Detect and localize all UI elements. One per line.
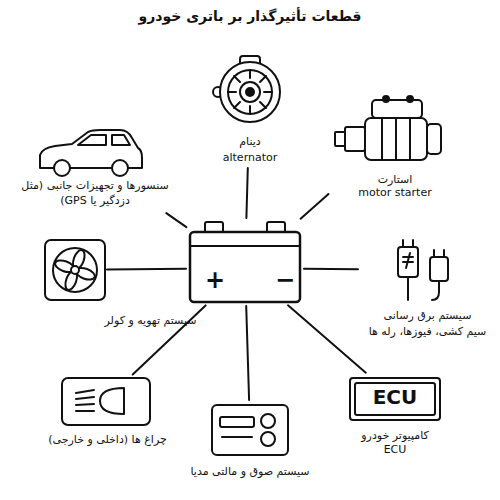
headlight-icon xyxy=(62,378,150,425)
node-label: دینام xyxy=(205,135,295,149)
alternator-rib xyxy=(249,70,251,78)
node-label: سیم کشی، فیوزها، رله ها xyxy=(360,325,495,339)
diagram-title: قطعات تأثیرگذار بر باتری خودرو xyxy=(0,8,500,24)
fan-icon xyxy=(45,240,105,300)
media-frame xyxy=(212,405,288,455)
headlight-node: چراغ ها (داخلی و خارجی) xyxy=(40,376,175,448)
connector-line xyxy=(288,305,366,372)
alternator-rib xyxy=(228,91,236,93)
media-knob xyxy=(261,414,275,428)
plug-mark xyxy=(403,253,413,268)
starter-rib xyxy=(409,118,411,160)
connector-line xyxy=(166,213,186,227)
starter-rib xyxy=(381,118,383,160)
light-beam xyxy=(76,410,94,412)
alternator-node: دینام alternator xyxy=(205,52,295,166)
alternator-rib xyxy=(260,76,266,82)
headlight-frame xyxy=(62,378,150,425)
light-beam xyxy=(76,404,94,405)
media-icon xyxy=(212,405,288,455)
battery-body xyxy=(190,232,300,302)
alternator-hub xyxy=(246,88,254,96)
node-label: سیستم صوق و مالتی مدیا xyxy=(185,465,315,479)
starter-rib xyxy=(395,118,397,160)
alternator-ring xyxy=(228,70,272,114)
connector-line xyxy=(301,194,329,219)
accessory-node: سنسورها و تجهیزات جانبی (مثل دزدگیر یا G… xyxy=(20,128,170,212)
battery-node: +− xyxy=(188,220,302,304)
alternator-icon xyxy=(213,56,280,122)
plug-prong xyxy=(433,250,435,257)
node-label: ECU xyxy=(345,385,445,409)
connector-line xyxy=(304,268,358,271)
alternator-rib xyxy=(249,106,251,114)
battery-symbol xyxy=(190,222,300,302)
car-wheel xyxy=(112,160,128,176)
plug-cable xyxy=(407,277,409,300)
starter-body xyxy=(365,118,427,160)
alternator-rib xyxy=(234,76,240,82)
starter-terminal xyxy=(383,96,389,102)
node-label: استارت xyxy=(330,173,460,187)
alternator-body xyxy=(220,62,280,122)
plug-prong xyxy=(402,240,404,247)
alternator-pulley xyxy=(240,82,260,102)
car-window xyxy=(112,135,130,145)
plug-housing xyxy=(430,257,448,281)
light-beam xyxy=(76,390,94,393)
media-knob xyxy=(261,432,275,446)
car-wheel xyxy=(54,160,70,176)
plug-prong xyxy=(443,250,445,257)
alternator-rib xyxy=(264,91,272,93)
plug-cable xyxy=(432,281,439,300)
car-icon xyxy=(40,130,142,176)
car-window xyxy=(78,135,106,145)
starter-nose xyxy=(345,127,365,151)
node-label: ECU xyxy=(345,443,445,457)
node-label: چراغ ها (داخلی و خارجی) xyxy=(40,433,175,447)
alternator-rib xyxy=(234,102,240,108)
node-label: سیستم برق رسانی xyxy=(360,309,495,323)
plug-housing xyxy=(398,247,418,277)
node-label: alternator xyxy=(205,151,295,165)
connector-line xyxy=(246,168,247,218)
light-beam xyxy=(76,397,94,399)
ecu-node: ECUکامپیوتر خودروECU xyxy=(345,374,445,460)
starter-gear xyxy=(335,132,345,146)
starter-solenoid xyxy=(372,100,422,118)
fan-frame xyxy=(45,240,105,300)
alternator-rib xyxy=(260,102,266,108)
wiring-icon xyxy=(398,240,448,300)
wiring-node: سیستم برق رسانی سیم کشی، فیوزها، رله ها xyxy=(360,240,495,340)
media-node: سیستم صوق و مالتی مدیا xyxy=(185,402,315,484)
plug-prong xyxy=(412,240,414,247)
starter-terminal xyxy=(407,96,413,102)
hvac-node: سیستم تهویه و کولر xyxy=(45,240,105,300)
headlight-lamp xyxy=(100,388,124,414)
connector-line xyxy=(246,306,249,400)
connector-line xyxy=(107,268,186,271)
media-slot xyxy=(220,417,254,427)
fan-ring xyxy=(53,248,97,292)
fan-hub xyxy=(71,266,79,274)
media-line xyxy=(222,436,252,438)
node-label: سیستم تهویه و کولر xyxy=(93,314,208,328)
starter-cap xyxy=(427,124,441,154)
starter-icon xyxy=(335,96,441,160)
node-label: سنسورها و تجهیزات جانبی (مثل دزدگیر یا G… xyxy=(20,178,170,208)
battery-band xyxy=(190,245,300,247)
node-label: کامپیوتر خودرو xyxy=(345,429,445,443)
node-label: motor starter xyxy=(330,186,460,200)
starter-node: استارتmotor starter xyxy=(330,96,460,202)
node-label: − xyxy=(270,266,300,294)
node-label: + xyxy=(200,266,230,294)
